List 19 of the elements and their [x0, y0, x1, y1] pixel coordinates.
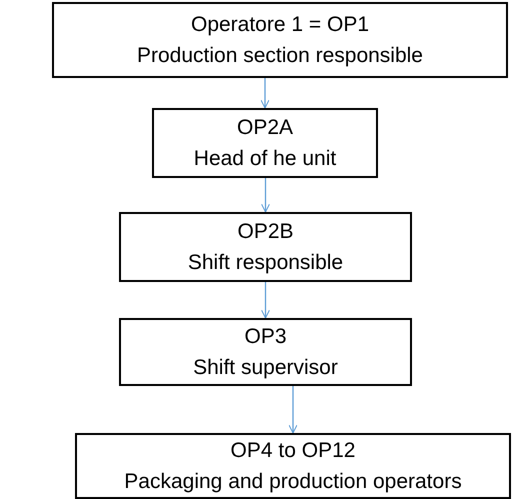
role-box: [119, 212, 412, 282]
role-title: Packaging and production operators: [124, 469, 462, 495]
arrow: [288, 386, 298, 434]
arrow: [261, 178, 270, 212]
role-code: Operatore 1 = OP1: [190, 12, 370, 38]
role-box: [52, 2, 508, 78]
role-title: Head of he unit: [194, 146, 336, 172]
role-title: Shift supervisor: [193, 355, 338, 381]
arrow: [261, 282, 270, 318]
role-title: Production section responsible: [136, 43, 423, 69]
role-box: [152, 108, 378, 178]
role-code: OP4 to OP12: [230, 438, 356, 464]
role-box: [75, 433, 511, 499]
role-code: OP2B: [237, 219, 294, 245]
role-code: OP2A: [236, 115, 294, 141]
role-code: OP3: [244, 324, 287, 350]
arrow: [260, 78, 270, 108]
role-box: [119, 318, 412, 386]
role-title: Shift responsible: [188, 250, 344, 276]
